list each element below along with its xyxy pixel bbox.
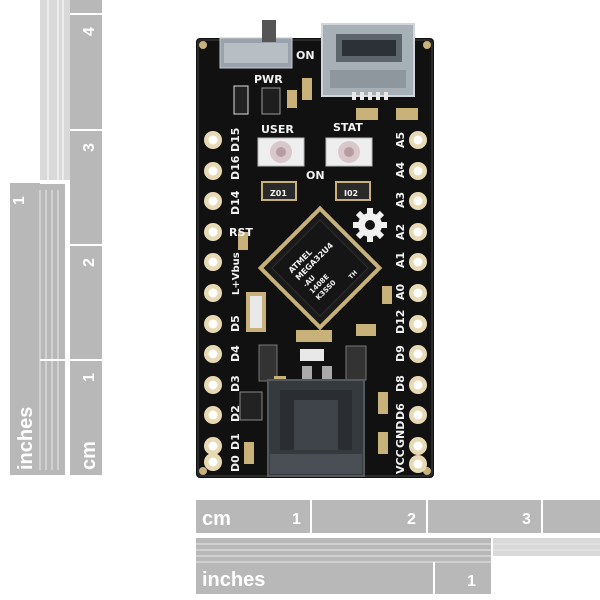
vertical-thin-ruler xyxy=(40,0,70,180)
horizontal-cm-label: cm xyxy=(202,508,231,530)
pin-label-d0: D0 xyxy=(229,455,242,472)
pin-label-d5: D5 xyxy=(229,315,242,332)
horizontal-inches-label: inches xyxy=(202,569,265,591)
left-pin-labels: D15 D16 D14 RST L+Vbus D5 D4 D3 D2 D1 D0 xyxy=(229,128,253,472)
switch-pwr-label: PWR xyxy=(254,73,283,86)
chip-line-6: TH xyxy=(348,269,359,280)
left-pin-header xyxy=(204,131,222,471)
pin-label-d14: D14 xyxy=(229,190,242,215)
pin-label-a5: A5 xyxy=(394,132,407,148)
pin-label-d8: D8 xyxy=(394,375,407,392)
crystal-oscillator xyxy=(246,292,266,332)
pin-label-d2: D2 xyxy=(229,405,242,422)
right-pin-header xyxy=(409,131,427,473)
vertical-cm-tick-4: 4 xyxy=(81,27,98,36)
pin-label-a2: A2 xyxy=(394,224,407,240)
pin-label-rst: RST xyxy=(229,226,253,239)
pin-label-d16: D16 xyxy=(229,155,242,180)
power-switch[interactable] xyxy=(219,20,293,69)
pin-label-d12: D12 xyxy=(394,310,407,334)
resistor-z02-label: I02 xyxy=(344,189,358,198)
pin-label-d15: D15 xyxy=(229,128,242,152)
pin-label-vbus: L+Vbus xyxy=(231,252,242,295)
vertical-cm-tick-1: 1 xyxy=(81,373,98,382)
top-components xyxy=(233,78,418,120)
micro-usb-connector[interactable] xyxy=(321,23,415,100)
vertical-cm-tick-3: 3 xyxy=(81,143,98,152)
resistor-network-1: Z01 xyxy=(261,181,297,201)
pin-label-d9: D9 xyxy=(394,345,407,362)
led-on-label: ON xyxy=(306,169,325,182)
vertical-inches-tick: 1 xyxy=(11,196,28,205)
right-pin-labels: A5 A4 A3 A2 A1 A0 D12 D9 D8 D6 GND VCC xyxy=(394,132,407,474)
horizontal-cm-tick-2: 2 xyxy=(407,511,416,528)
pin-label-d1: D1 xyxy=(229,433,242,450)
resistor-network-2: I02 xyxy=(335,181,371,201)
vertical-cm-ruler: 4 3 2 1 cm xyxy=(70,0,102,475)
open-hardware-gear-icon xyxy=(353,208,387,242)
horizontal-cm-tick-3: 3 xyxy=(522,511,531,528)
led-stat-label: STAT xyxy=(333,121,363,134)
pin-label-d6: D6 xyxy=(394,403,407,420)
switch-on-label: ON xyxy=(296,49,315,62)
pin-label-d4: D4 xyxy=(229,345,242,362)
horizontal-inches-ruler: inches 1 xyxy=(196,538,600,594)
horizontal-inches-tick: 1 xyxy=(467,573,476,590)
user-led xyxy=(257,137,305,167)
led-user-label: USER xyxy=(261,123,294,136)
pin-label-a4: A4 xyxy=(394,161,407,178)
horizontal-cm-ruler: cm 1 2 3 xyxy=(196,500,600,533)
vertical-inches-ruler: 1 inches xyxy=(10,182,65,475)
pin-label-gnd: GND xyxy=(394,421,407,448)
stat-led xyxy=(325,137,373,167)
resistor-z01-label: Z01 xyxy=(270,189,287,198)
jst-battery-connector[interactable] xyxy=(267,379,365,477)
vertical-cm-tick-2: 2 xyxy=(81,258,98,267)
pin-label-a3: A3 xyxy=(394,192,407,208)
horizontal-cm-tick-1: 1 xyxy=(292,511,301,528)
vertical-cm-label: cm xyxy=(78,441,100,470)
pin-label-d3: D3 xyxy=(229,375,242,392)
pin-label-a0: A0 xyxy=(394,283,407,300)
pin-label-vcc: VCC xyxy=(394,449,407,474)
vertical-inches-label: inches xyxy=(15,407,37,470)
pin-label-a1: A1 xyxy=(394,252,407,268)
